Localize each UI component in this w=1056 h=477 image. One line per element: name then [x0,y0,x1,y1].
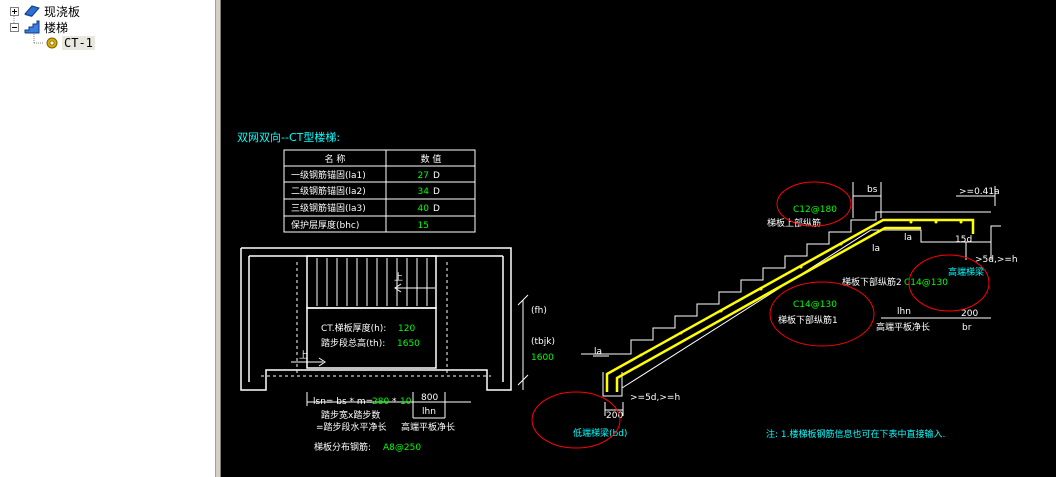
bs-label: bs [867,185,878,195]
distribution-bar-label: 梯板分布钢筋: [314,441,371,453]
tbjk-label: (tbjk) [531,337,555,347]
five-d-right-label: >5d,>=h [975,255,1018,265]
bottom1-label: 梯板下部纵筋1 [778,314,838,326]
lhn-label: lhn [422,407,436,417]
stair-drawing: 双网双向--CT型楼梯: 名 称 数 值 一级钢筋锚固(la1) 27 D 二级… [237,130,1018,453]
step-width-note: 踏步宽x踏步数 [321,409,380,421]
stair-plan-outline [240,247,512,391]
tree-item-label: 楼梯 [44,20,69,35]
cad-drawing-canvas[interactable]: 双网双向--CT型楼梯: 名 称 数 值 一级钢筋锚固(la1) 27 D 二级… [221,0,1056,477]
table-header-value: 数 值 [421,153,442,165]
rebar-dots [639,220,963,357]
tree-item-label: 现浇板 [44,4,81,19]
rebar-lines [605,218,975,392]
bs-value: 280 [372,397,389,407]
fh-label: (fh) [531,306,547,316]
lhn-label: lhn [897,307,911,317]
la-left-label: la [594,347,602,357]
parameter-table [283,149,476,233]
la-mid-label: la [872,244,880,254]
table-header-name: 名 称 [325,153,346,165]
total-height-value: 1650 [397,339,420,349]
br-label: br [962,323,972,333]
panel-splitter[interactable] [216,0,221,477]
m-value: 10 [400,397,412,407]
stair-plan-treads [291,258,435,367]
anchor-top-label: >=0.41a [959,187,1000,197]
five-d-left-label: >=5d,>=h [630,393,680,403]
up-label: 上 [394,272,403,283]
total-height-label: 踏步段总高(th): [321,337,385,349]
tree-panel[interactable]: 现浇板 楼梯 CT-1 [0,0,216,477]
table-row-name: 保护层厚度(bhc) [291,219,359,231]
drawing-title: 双网双向--CT型楼梯: [237,130,340,144]
platform-note: 高端平板净长 [401,421,455,433]
plan-horizontal-dimension [306,392,471,419]
table-row-name: 一级钢筋锚固(la1) [291,169,366,181]
dim-200-left: 200 [606,411,623,421]
collapse-minus-icon[interactable] [10,22,19,32]
bottom2-value: C14@130 [904,278,948,288]
tree-item-label: CT-1 [62,36,95,50]
plan-vertical-dimension [517,294,529,390]
high-platform-label: 高端平板净长 [876,321,930,333]
table-row-unit: D [433,171,440,181]
thickness-label: CT.梯板厚度(h): [321,322,386,334]
high-beam-label: 高端梯梁 [948,266,984,278]
fifteen-d-label: 15d [955,235,972,245]
red-markup-ellipses [531,181,990,449]
times-sign: * [392,397,397,407]
table-row-value: 27 [418,171,429,181]
section-dimensions [593,182,996,416]
tree-item-stairs[interactable]: 楼梯 [10,19,68,35]
up-label: 上 [299,350,308,361]
distribution-bar-value: A8@250 [383,443,421,453]
stair-section-outline [581,211,1001,397]
step-length-note: =踏步段水平净长 [316,421,387,433]
drawing-note: 注: 1.楼梯板钢筋信息也可在下表中直接输入. [766,428,945,440]
tree-item-ct1[interactable]: CT-1 [46,35,95,51]
stair-icon [24,20,40,34]
low-beam-label: 低端梯梁(bd) [573,427,627,439]
table-row-unit: D [433,204,440,214]
bottom1-value: C14@130 [793,300,837,310]
slab-icon [24,4,40,18]
table-row-value: 40 [418,204,430,214]
lsn-formula: lsn= bs * m= [313,397,373,407]
right-dim-value: 800 [421,393,438,403]
bottom2-label: 梯板下部纵筋2 [842,276,902,288]
table-row-value: 34 [418,187,430,197]
expand-plus-icon[interactable] [10,6,19,16]
tree-item-slab[interactable]: 现浇板 [10,3,80,19]
table-row-name: 三级钢筋锚固(la3) [291,202,366,214]
gear-icon [46,37,58,49]
table-row-value: 15 [418,221,429,231]
stair-plan-dashes [261,262,491,377]
la-top-label: la [904,233,912,243]
thickness-value: 120 [398,324,415,334]
table-row-unit: D [433,187,440,197]
top-bar-value: C12@180 [793,205,837,215]
tbjk-value: 1600 [531,353,554,363]
table-row-name: 二级钢筋锚固(la2) [291,185,366,197]
dim-200-right: 200 [961,309,978,319]
